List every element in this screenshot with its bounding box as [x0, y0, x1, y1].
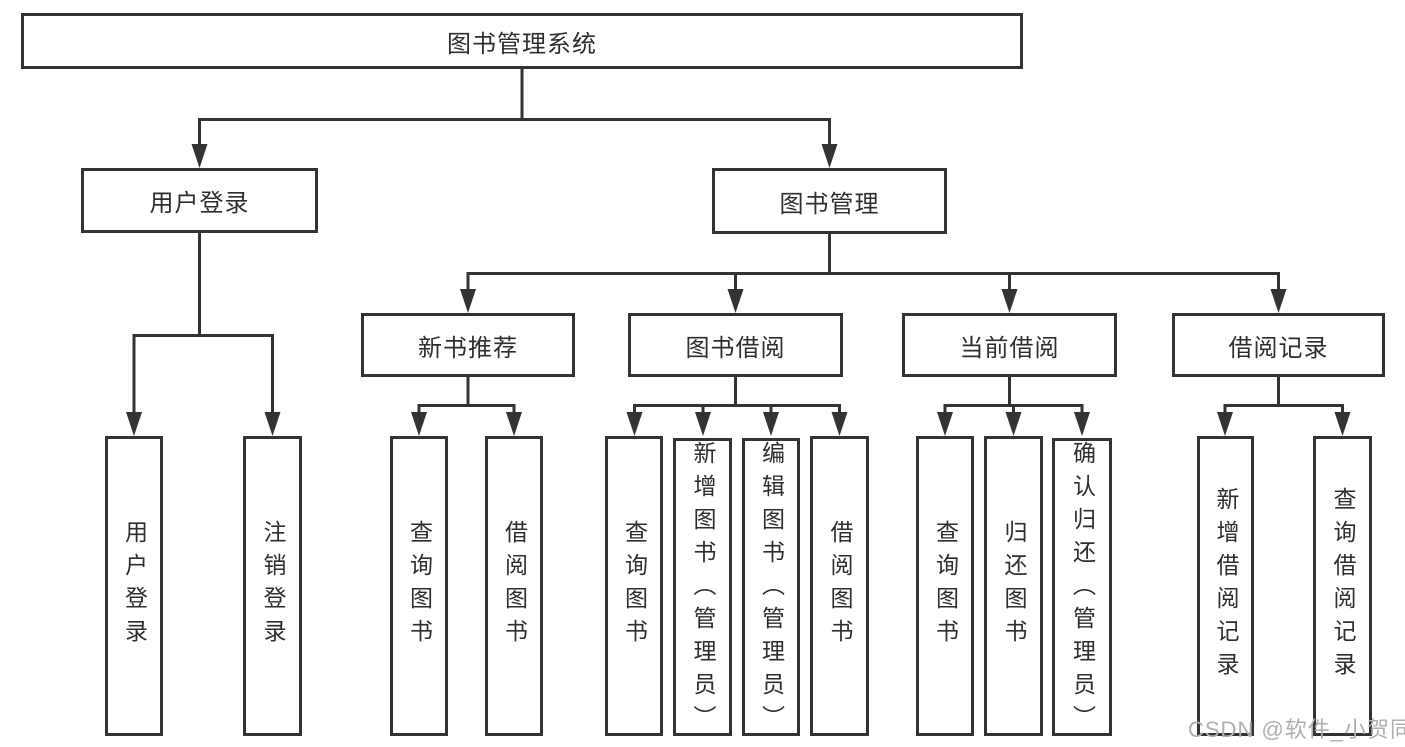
leaf-br-add-record: 新增借阅记录 — [1197, 436, 1254, 736]
node-book-borrow: 图书借阅 — [628, 313, 843, 377]
leaf-cb-confirm-return-admin-label: 确认归还（管理员） — [1069, 441, 1096, 738]
leaf-bb-query-books-label: 查询图书 — [621, 520, 648, 652]
node-current-borrow: 当前借阅 — [902, 313, 1117, 377]
watermark: CSDN @软件_小贺同学 — [1188, 717, 1405, 742]
node-borrow-records-label: 借阅记录 — [1228, 334, 1329, 362]
node-current-borrow-label: 当前借阅 — [959, 334, 1060, 362]
leaf-bb-add-books-admin: 新增图书（管理员） — [673, 438, 732, 738]
leaf-logout-label: 注销登录 — [260, 520, 286, 652]
node-borrow-records: 借阅记录 — [1172, 313, 1385, 377]
leaf-br-add-record-label: 新增借阅记录 — [1213, 487, 1239, 685]
node-user-login: 用户登录 — [81, 168, 318, 233]
node-user-login-label: 用户登录 — [149, 190, 250, 217]
node-new-book-recommend-label: 新书推荐 — [418, 334, 518, 362]
leaf-bb-query-books: 查询图书 — [605, 436, 663, 736]
leaf-nbr-borrow-books: 借阅图书 — [485, 436, 543, 736]
leaf-user-login-label: 用户登录 — [121, 520, 148, 652]
leaf-nbr-query-books: 查询图书 — [390, 436, 448, 736]
leaf-logout: 注销登录 — [243, 436, 302, 736]
leaf-bb-add-books-admin-label: 新增图书（管理员） — [690, 441, 716, 738]
leaf-nbr-borrow-books-label: 借阅图书 — [501, 520, 528, 652]
leaf-br-query-record: 查询借阅记录 — [1313, 436, 1372, 736]
leaf-cb-query-books: 查询图书 — [916, 436, 974, 736]
node-book-management: 图书管理 — [712, 168, 947, 234]
leaf-bb-edit-books-admin: 编辑图书（管理员） — [742, 438, 800, 738]
leaf-bb-edit-books-admin-label: 编辑图书（管理员） — [758, 441, 785, 738]
leaf-br-query-record-label: 查询借阅记录 — [1330, 487, 1356, 685]
leaf-user-login: 用户登录 — [105, 436, 163, 736]
node-new-book-recommend: 新书推荐 — [361, 313, 575, 377]
leaf-nbr-query-books-label: 查询图书 — [406, 520, 433, 652]
node-book-management-label: 图书管理 — [779, 190, 880, 218]
leaf-cb-return-books: 归还图书 — [984, 436, 1043, 736]
node-root-label: 图书管理系统 — [447, 30, 597, 58]
leaf-bb-borrow-books-label: 借阅图书 — [827, 520, 853, 652]
leaf-cb-return-books-label: 归还图书 — [1001, 520, 1027, 652]
leaf-cb-confirm-return-admin: 确认归还（管理员） — [1052, 438, 1112, 738]
node-root: 图书管理系统 — [21, 13, 1023, 69]
leaf-cb-query-books-label: 查询图书 — [932, 520, 959, 652]
node-book-borrow-label: 图书借阅 — [685, 334, 786, 362]
leaf-bb-borrow-books: 借阅图书 — [810, 436, 869, 736]
